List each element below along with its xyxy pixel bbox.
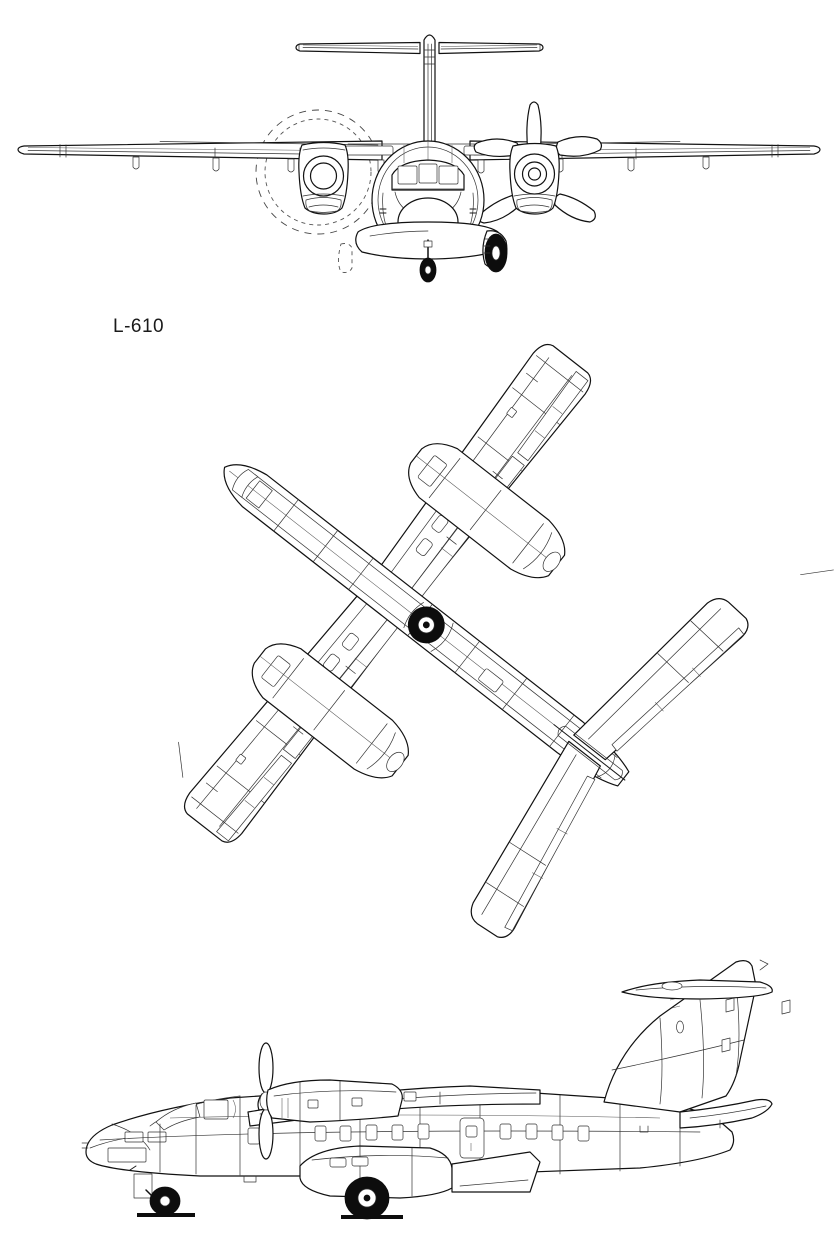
- plan-left-nacelle: [251, 643, 409, 779]
- plan-vertical-fin: [553, 724, 626, 781]
- side-nose-gear: [129, 1165, 181, 1216]
- side-engine: [257, 1042, 403, 1160]
- side-main-gear-fairing: [299, 1145, 541, 1199]
- leader-line-left: [178, 741, 184, 778]
- side-tail: [603, 959, 791, 1133]
- side-main-gear: [344, 1176, 390, 1220]
- cabin-windows: [247, 1123, 590, 1145]
- left-engine-nacelle: [298, 141, 349, 215]
- nose-landing-gear: [419, 239, 437, 283]
- passenger-door: [459, 1117, 485, 1159]
- plan-horizontal-tail: [470, 598, 749, 938]
- ground-line-main: [341, 1215, 403, 1219]
- plan-right-nacelle: [408, 443, 566, 579]
- right-main-landing-gear: [482, 230, 508, 273]
- plan-view: [178, 343, 834, 938]
- ground-line-nose: [137, 1213, 195, 1217]
- horizontal-stabilizer: [295, 41, 544, 55]
- left-wing: [17, 140, 385, 174]
- right-engine-nacelle: [473, 101, 603, 224]
- front-view: [17, 34, 821, 283]
- propeller-blades: [473, 101, 603, 224]
- gear-door-outline: [338, 243, 353, 273]
- page-title: L-610: [113, 316, 164, 337]
- side-propeller: [257, 1042, 274, 1160]
- side-view: [81, 959, 791, 1220]
- leader-line-right: [800, 569, 834, 576]
